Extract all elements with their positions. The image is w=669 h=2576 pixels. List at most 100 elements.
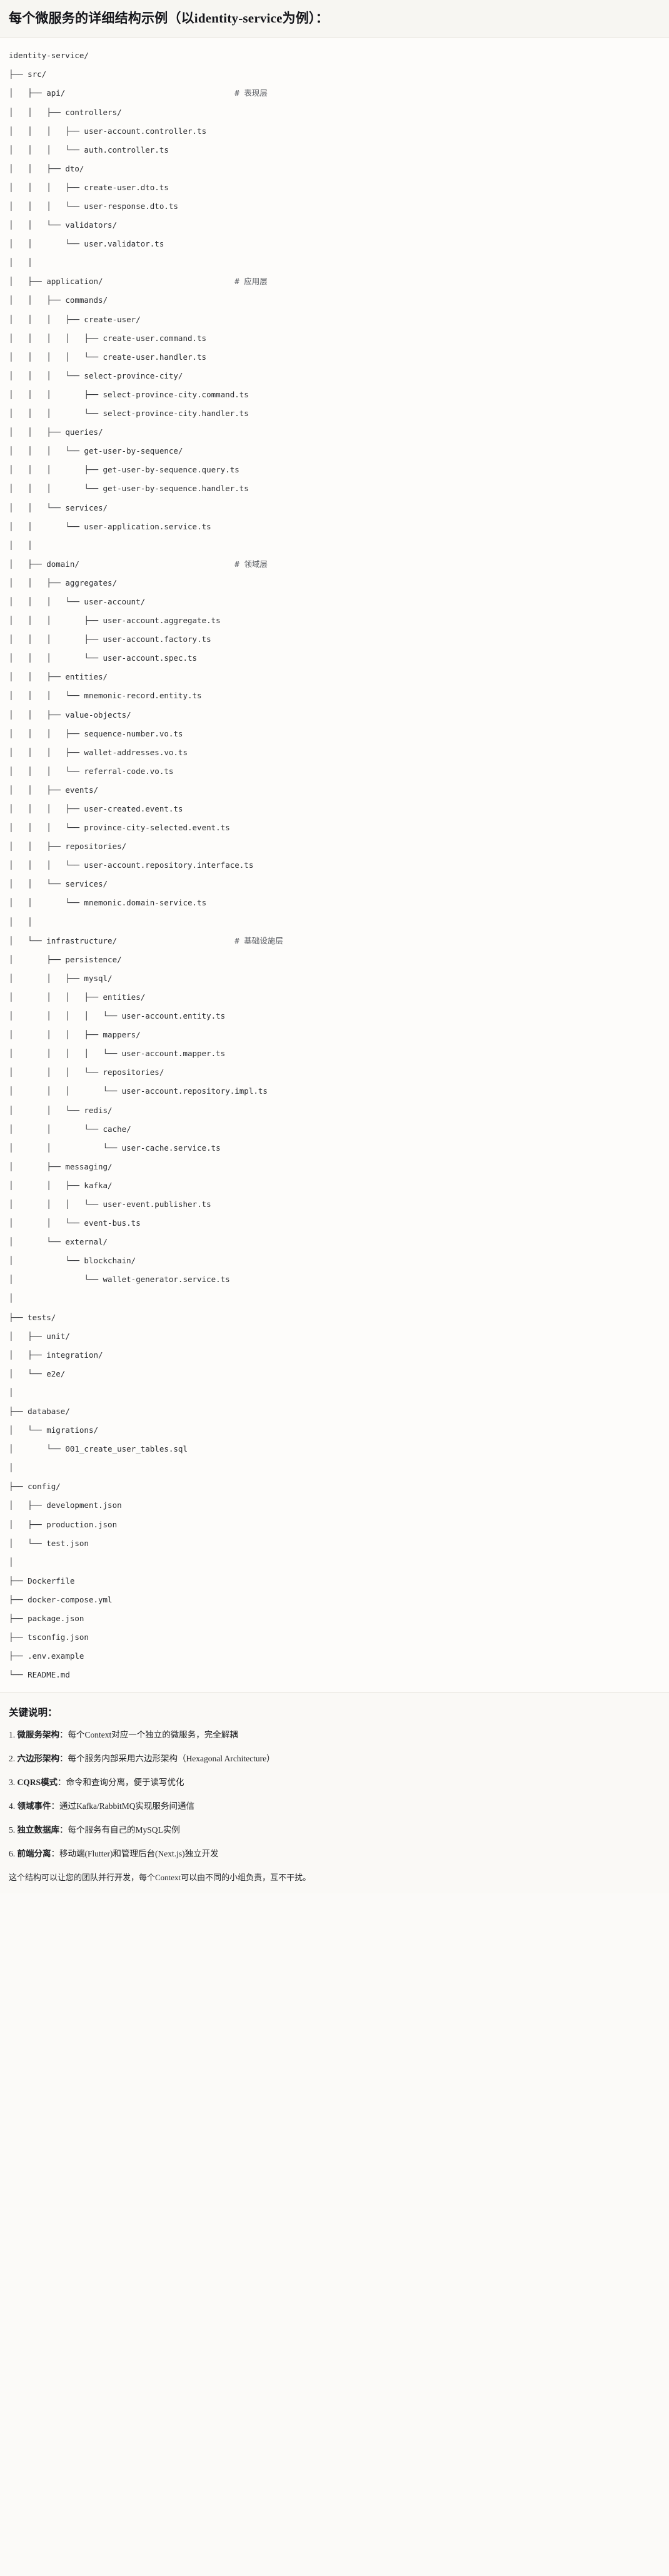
tree-row: │ └── external/ — [9, 1237, 660, 1246]
tree-branch-glyphs: │ └── — [9, 1425, 47, 1435]
tree-row: │ │ └── user.validator.ts — [9, 239, 660, 248]
tree-branch-glyphs: ├── — [9, 1482, 28, 1492]
tree-branch-glyphs: │ │ └── — [9, 239, 84, 249]
tree-row: │ │ │ └── referral-code.vo.ts — [9, 766, 660, 776]
tree-branch-glyphs: ├── — [9, 1407, 28, 1416]
tree-node-label: wallet-addresses.vo.ts — [84, 747, 188, 757]
tree-layer-comment: # 领域层 — [234, 559, 268, 569]
tree-row: │ │ │ ├── create-user.dto.ts — [9, 183, 660, 192]
tree-node-label: persistence/ — [65, 954, 122, 964]
key-point-description: ：每个服务内部采用六边形架构（Hexagonal Architecture） — [59, 1754, 275, 1764]
tree-branch-glyphs: │ │ │ └── — [9, 409, 103, 419]
tree-node-label: create-user.dto.ts — [84, 182, 169, 192]
tree-row: │ — [9, 1557, 660, 1567]
key-point-item: 2. 六边形架构：每个服务内部采用六边形架构（Hexagonal Archite… — [9, 1753, 660, 1766]
tree-row: │ │ ├── events/ — [9, 785, 660, 795]
tree-branch-glyphs: │ │ └── — [9, 879, 66, 889]
tree-row: │ │ │ ├── get-user-by-sequence.query.ts — [9, 465, 660, 474]
tree-row: │ └── blockchain/ — [9, 1256, 660, 1265]
tree-node-label: get-user-by-sequence.handler.ts — [103, 484, 249, 494]
tree-row: │ │ └── user-cache.service.ts — [9, 1143, 660, 1153]
tree-branch-glyphs: │ │ │ └── — [9, 1086, 122, 1096]
tree-branch-glyphs: │ │ │ │ ├── — [9, 333, 103, 343]
tree-branch-glyphs: │ │ │ └── — [9, 823, 84, 833]
tree-node-label: user-created.event.ts — [84, 804, 183, 813]
tree-row: │ │ ├── aggregates/ — [9, 578, 660, 588]
tree-branch-glyphs: │ │ ├── — [9, 842, 66, 852]
tree-row: │ ├── persistence/ — [9, 955, 660, 964]
tree-node-label: package.json — [28, 1614, 84, 1624]
tree-row: │ │ │ └── user-account/ — [9, 597, 660, 606]
tree-node-label: tests/ — [28, 1312, 56, 1322]
tree-branch-glyphs: │ │ ├── — [9, 163, 66, 173]
tree-branch-glyphs: │ │ │ ├── — [9, 992, 103, 1002]
tree-row: │ │ │ ├── entities/ — [9, 992, 660, 1002]
tree-node-label: user-account.spec.ts — [103, 653, 198, 663]
tree-branch-glyphs: │ ├── — [9, 88, 47, 98]
key-point-term: 领域事件 — [17, 1801, 51, 1811]
tree-row: │ │ │ └── get-user-by-sequence.handler.t… — [9, 484, 660, 493]
tree-branch-glyphs: │ │ │ └── — [9, 596, 84, 606]
tree-node-label: mappers/ — [103, 1030, 141, 1040]
tree-node-label: select-province-city.command.ts — [103, 389, 249, 399]
tree-row: │ └── e2e/ — [9, 1369, 660, 1378]
tree-node-label: aggregates/ — [65, 578, 118, 588]
tree-row: │ ├── messaging/ — [9, 1162, 660, 1171]
tree-node-label: user-account.repository.impl.ts — [121, 1086, 268, 1096]
tree-branch-glyphs: │ │ │ └── — [9, 691, 84, 701]
tree-row: │ │ └── services/ — [9, 503, 660, 512]
tree-branch-glyphs: ├── — [9, 1576, 28, 1586]
tree-branch-glyphs: ├── — [9, 1614, 28, 1624]
tree-node-label: external/ — [65, 1237, 108, 1247]
tree-branch-glyphs: │ ├── — [9, 1519, 47, 1529]
key-point-term: 微服务架构 — [17, 1730, 60, 1740]
tree-row: │ │ │ ├── sequence-number.vo.ts — [9, 729, 660, 738]
key-points-title: 关键说明： — [9, 1708, 58, 1719]
tree-branch-glyphs: │ │ │ └── — [9, 1199, 103, 1209]
key-point-number: 1. — [9, 1730, 18, 1740]
tree-branch-glyphs: │ │ │ └── — [9, 484, 103, 494]
tree-layer-comment: # 基础设施层 — [234, 935, 283, 945]
tree-row: │ ├── api/ # 表现层 — [9, 88, 660, 98]
tree-branch-glyphs: │ │ │ └── — [9, 446, 84, 456]
tree-branch-glyphs: │ │ │ │ └── — [9, 352, 103, 362]
tree-node-label: 001_create_user_tables.sql — [65, 1444, 188, 1454]
tree-row: │ │ │ ├── user-account.factory.ts — [9, 634, 660, 644]
key-point-item: 5. 独立数据库：每个服务有自己的MySQL实例 — [9, 1824, 660, 1837]
tree-row: │ │ ├── mysql/ — [9, 974, 660, 983]
tree-row: ├── package.json — [9, 1614, 660, 1623]
tree-node-label: entities/ — [103, 992, 146, 1002]
tree-node-label: user-application.service.ts — [84, 521, 211, 531]
tree-branch-glyphs: │ │ ├── — [9, 710, 66, 720]
key-point-item: 1. 微服务架构：每个Context对应一个独立的微服务，完全解耦 — [9, 1729, 660, 1742]
tree-node-label: auth.controller.ts — [84, 145, 169, 155]
tree-node-label: dto/ — [65, 163, 84, 173]
tree-row: │ │ │ ├── user-account.aggregate.ts — [9, 616, 660, 625]
tree-row: │ — [9, 1463, 660, 1472]
tree-branch-glyphs: │ └── — [9, 1256, 84, 1266]
tree-row: │ │ │ ├── wallet-addresses.vo.ts — [9, 748, 660, 757]
tree-node-label: user-account.mapper.ts — [121, 1049, 226, 1059]
tree-row: │ │ └── cache/ — [9, 1124, 660, 1134]
tree-node-label: services/ — [65, 879, 108, 889]
tree-row: │ │ ├── value-objects/ — [9, 710, 660, 720]
tree-row: │ │ — [9, 258, 660, 267]
key-point-number: 6. — [9, 1848, 18, 1858]
tree-node-label: queries/ — [65, 427, 103, 437]
tree-row: │ │ │ └── user-account.repository.impl.t… — [9, 1086, 660, 1096]
tree-node-label: api/ — [46, 88, 66, 98]
tree-node-label: Dockerfile — [28, 1576, 75, 1586]
tree-branch-glyphs: ├── — [9, 1312, 28, 1322]
tree-note-spacer — [79, 559, 234, 569]
tree-branch-glyphs: │ │ ├── — [9, 295, 66, 305]
key-point-item: 3. CQRS模式：命令和查询分离，便于读写优化 — [9, 1776, 660, 1789]
tree-branch-glyphs: │ │ │ │ └── — [9, 1049, 122, 1059]
tree-row: ├── tsconfig.json — [9, 1632, 660, 1642]
tree-node-label: user-account.aggregate.ts — [103, 616, 221, 626]
key-point-description: ：每个Context对应一个独立的微服务，完全解耦 — [59, 1730, 238, 1740]
tree-note-spacer — [103, 277, 235, 286]
tree-row: │ │ │ └── repositories/ — [9, 1067, 660, 1077]
tree-node-label: referral-code.vo.ts — [84, 766, 174, 776]
tree-row: │ │ ├── entities/ — [9, 672, 660, 681]
key-point-item: 6. 前端分离：移动端(Flutter)和管理后台(Next.js)独立开发 — [9, 1848, 660, 1861]
